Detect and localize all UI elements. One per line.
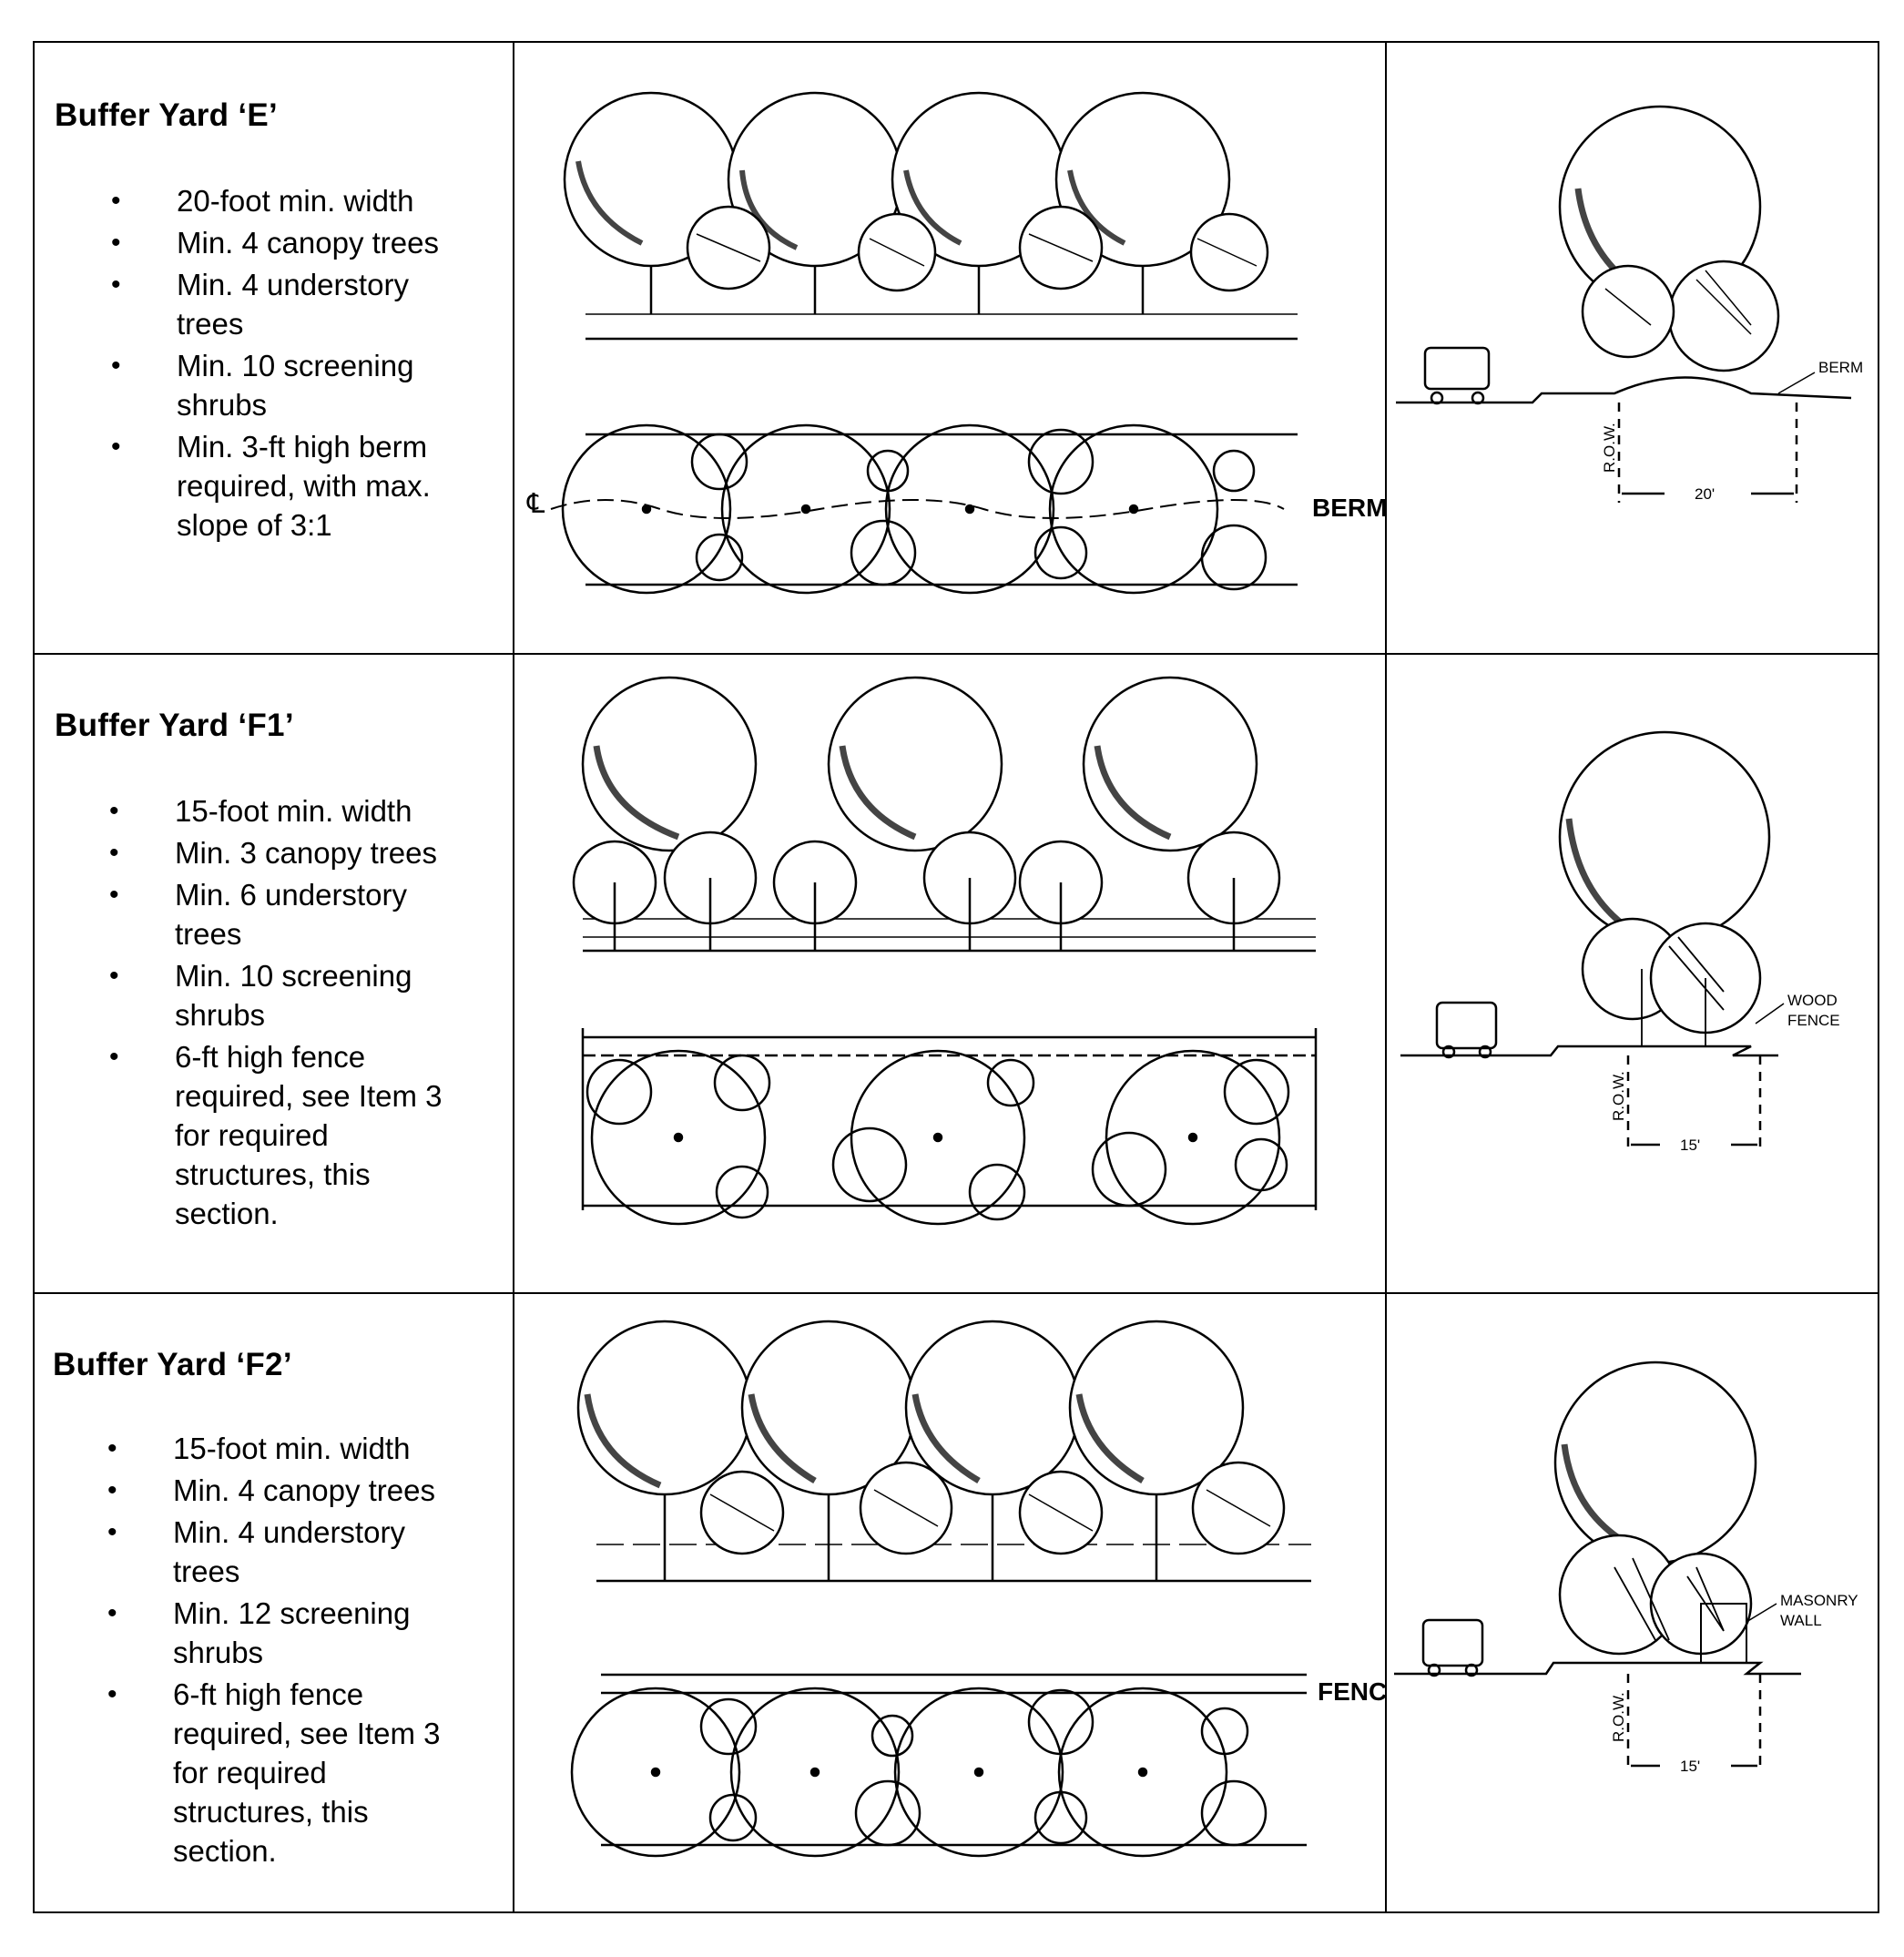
buffer-yard-f2-row: Buffer Yard ‘F2’ 15-foot min. width Min.… — [35, 1292, 1878, 1913]
requirement-item: Min. 4 understory trees — [107, 1513, 463, 1591]
section-masonry-label: MASONRY — [1780, 1592, 1858, 1609]
requirement-item: Min. 6 understory trees — [109, 875, 464, 953]
plan-sketch — [581, 1028, 1318, 1226]
buffer-yard-f1-requirements: 15-foot min. width Min. 3 canopy trees M… — [109, 791, 464, 1236]
buffer-yard-e-requirements: 20-foot min. width Min. 4 canopy trees M… — [111, 181, 466, 547]
buffer-yard-e-section-cell: BERM R.O.W. 20' — [1387, 43, 1878, 653]
buffer-yard-e-section: BERM R.O.W. 20' — [1396, 105, 1863, 503]
buffer-yard-f2-requirements: 15-foot min. width Min. 4 canopy trees M… — [107, 1429, 463, 1873]
buffer-yard-f2-drawings-cell: FENCE — [514, 1294, 1387, 1913]
section-wall-label: WALL — [1780, 1612, 1822, 1629]
plan-fence-label: FENCE — [1318, 1677, 1385, 1706]
buffer-yard-f1-section-cell: WOOD FENCE R.O.W. 15' — [1387, 655, 1878, 1292]
buffer-yard-e-title: Buffer Yard ‘E’ — [55, 97, 279, 133]
buffer-yard-f2-section: MASONRY WALL R.O.W. 15' — [1394, 1361, 1858, 1775]
plan-sketch — [570, 1673, 1307, 1858]
requirement-item: Min. 4 understory trees — [111, 265, 466, 343]
row-label: R.O.W. — [1610, 1692, 1627, 1742]
centerline-mark: ℄ — [526, 488, 545, 520]
requirement-item: Min. 4 canopy trees — [107, 1471, 463, 1510]
requirement-item: Min. 12 screening shrubs — [107, 1594, 463, 1672]
requirement-item: Min. 4 canopy trees — [111, 223, 466, 262]
buffer-yard-f2-title: Buffer Yard ‘F2’ — [53, 1347, 292, 1382]
requirement-item: Min. 10 screening shrubs — [109, 956, 464, 1035]
requirement-item: 6-ft high fence required, see Item 3 for… — [109, 1037, 464, 1233]
width-dimension: 15' — [1680, 1136, 1700, 1154]
width-dimension: 20' — [1695, 485, 1715, 503]
buffer-yard-f2-section-cell: MASONRY WALL R.O.W. 15' — [1387, 1294, 1878, 1913]
section-fence-label: FENCE — [1787, 1012, 1840, 1029]
buffer-yard-e-drawings-cell: ℄ BERM — [514, 43, 1387, 653]
plan-berm-label: BERM — [1312, 494, 1385, 522]
width-dimension: 15' — [1680, 1758, 1700, 1775]
buffer-yard-f1-drawings-cell — [514, 655, 1387, 1292]
section-berm-label: BERM — [1818, 359, 1863, 376]
row-label: R.O.W. — [1610, 1071, 1627, 1121]
buffer-yard-table: Buffer Yard ‘E’ 20-foot min. width Min. … — [33, 41, 1879, 1913]
requirement-item: 15-foot min. width — [107, 1429, 463, 1468]
elevation-sketch — [576, 1320, 1311, 1583]
buffer-yard-e-row: Buffer Yard ‘E’ 20-foot min. width Min. … — [35, 43, 1878, 653]
requirement-item: 6-ft high fence required, see Item 3 for… — [107, 1675, 463, 1870]
buffer-yard-f1-section: WOOD FENCE R.O.W. 15' — [1400, 730, 1840, 1154]
buffer-yard-f1-text-cell: Buffer Yard ‘F1’ 15-foot min. width Min.… — [35, 655, 514, 1292]
requirement-item: Min. 3-ft high berm required, with max. … — [111, 427, 466, 545]
buffer-yard-f2-elevation-and-plan: FENCE — [570, 1320, 1385, 1858]
buffer-yard-e-text-cell: Buffer Yard ‘E’ 20-foot min. width Min. … — [35, 43, 514, 653]
buffer-yard-f1-row: Buffer Yard ‘F1’ 15-foot min. width Min.… — [35, 653, 1878, 1292]
buffer-yard-f1-elevation-and-plan — [572, 676, 1318, 1226]
row-label: R.O.W. — [1601, 423, 1618, 473]
requirement-item: 15-foot min. width — [109, 791, 464, 831]
elevation-sketch — [563, 91, 1298, 341]
requirement-item: Min. 3 canopy trees — [109, 833, 464, 872]
buffer-yard-f1-title: Buffer Yard ‘F1’ — [55, 708, 294, 743]
buffer-yard-e-elevation-and-plan: ℄ BERM — [526, 91, 1385, 595]
requirement-item: Min. 10 screening shrubs — [111, 346, 466, 424]
plan-sketch — [550, 423, 1298, 595]
buffer-yard-f2-text-cell: Buffer Yard ‘F2’ 15-foot min. width Min.… — [35, 1294, 514, 1913]
requirement-item: 20-foot min. width — [111, 181, 466, 220]
section-wood-label: WOOD — [1787, 992, 1838, 1009]
elevation-sketch — [572, 676, 1316, 953]
